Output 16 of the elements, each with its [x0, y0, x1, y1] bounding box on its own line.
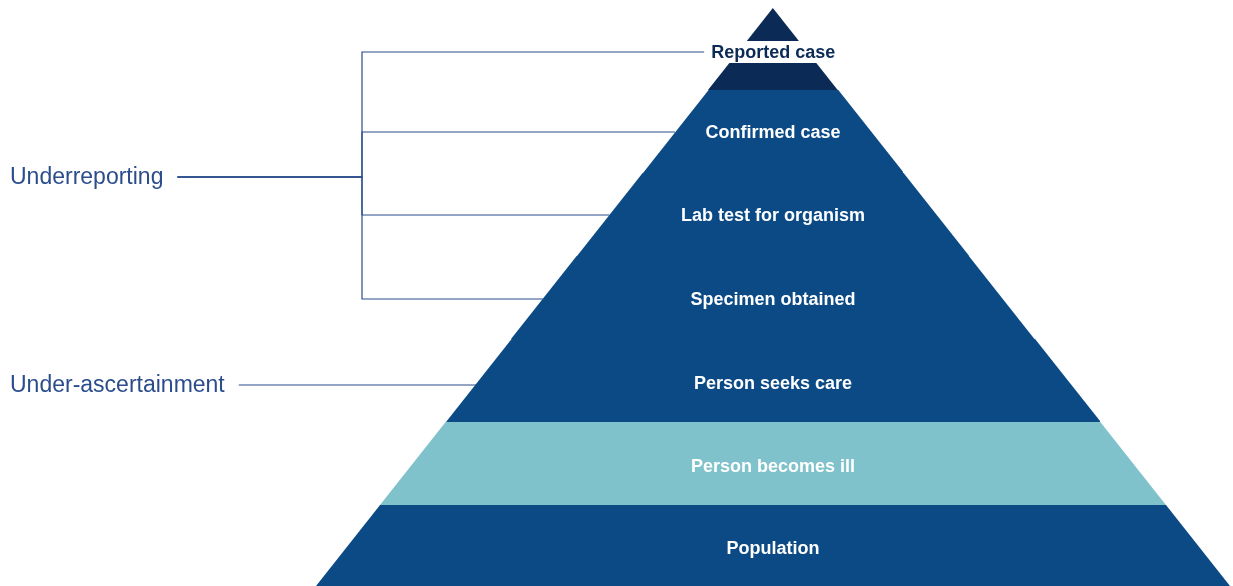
tier-label: Person becomes ill: [690, 454, 856, 477]
pyramid-tier: [642, 90, 904, 173]
pyramid-tier: [511, 256, 1035, 339]
pyramid-tier: [708, 8, 838, 90]
group-label: Underreporting: [10, 162, 164, 190]
tier-label: Lab test for organism: [680, 204, 865, 226]
pyramid-tier: [380, 422, 1166, 505]
tier-label: Population: [726, 536, 820, 559]
group-label: Under-ascertainment: [10, 370, 225, 398]
tier-label: Confirmed case: [705, 121, 841, 143]
pyramid-tier: [576, 173, 970, 256]
tier-label: Specimen obtained: [690, 288, 856, 310]
tier-label: Person seeks care: [693, 372, 853, 394]
leader-line: [176, 176, 544, 300]
pyramid-tier: [445, 339, 1101, 422]
pyramid-tier: [315, 505, 1230, 586]
